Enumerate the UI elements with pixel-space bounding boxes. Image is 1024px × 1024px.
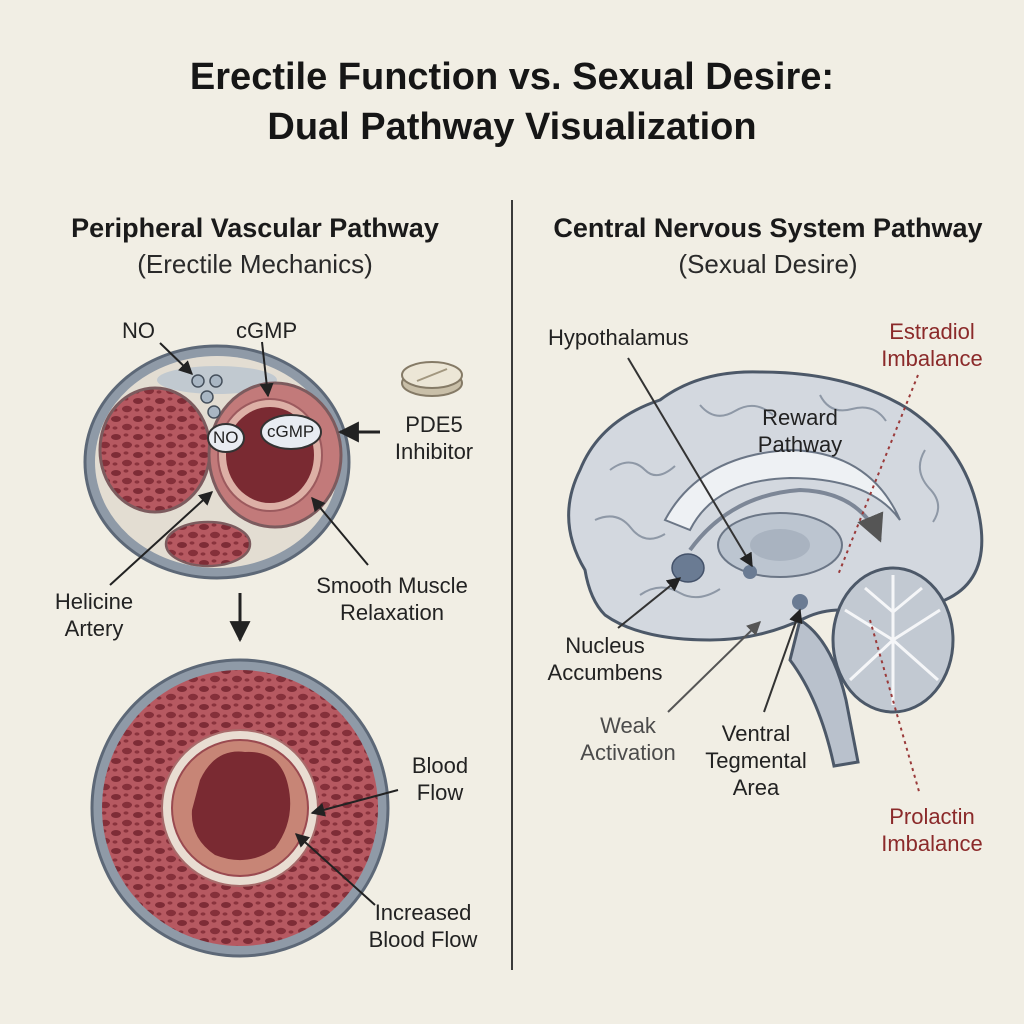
corpus-spongiosum (164, 520, 252, 568)
brain-sagittal (567, 370, 984, 768)
dilated-vessel-cross-section (90, 658, 390, 958)
pde5-line-2: Inhibitor (394, 439, 474, 464)
cgmp-bubble (260, 414, 322, 450)
blood-flow-label: Blood Flow (398, 752, 482, 806)
vta-marker (792, 594, 808, 610)
nucleus-accumbens-label: Nucleus Accumbens (538, 632, 672, 686)
estradiol-imbalance-label: Estradiol Imbalance (872, 318, 992, 372)
blood-line-2: Flow (416, 780, 464, 805)
increased-line-1: Increased (374, 900, 472, 925)
cgmp-label: cGMP (236, 318, 298, 343)
weak-line-2: Activation (580, 740, 676, 765)
reward-line-2: Pathway (757, 432, 843, 457)
helicine-line-1: Helicine (54, 589, 134, 614)
prolactin-line-1: Prolactin (889, 804, 975, 829)
weak-activation-label: Weak Activation (572, 712, 684, 766)
no-bubble (207, 423, 245, 453)
estradiol-line-1: Estradiol (889, 319, 975, 344)
increased-blood-flow-label: Increased Blood Flow (358, 899, 488, 953)
left-corpus-cavernosum (98, 386, 212, 514)
estradiol-line-2: Imbalance (881, 346, 983, 371)
increased-line-2: Blood Flow (368, 927, 478, 952)
left-heading: Peripheral Vascular Pathway (71, 213, 439, 243)
smooth-line-2: Relaxation (340, 600, 444, 625)
cgmp-bubble-label: cGMP (267, 422, 315, 441)
right-subheading: (Sexual Desire) (678, 249, 858, 279)
hypothalamus-label: Hypothalamus (548, 325, 689, 350)
title-line-1: Erectile Function vs. Sexual Desire: (189, 56, 835, 98)
hypothalamus-marker (743, 565, 757, 579)
no-label: NO (122, 318, 155, 343)
prolactin-imbalance-label: Prolactin Imbalance (872, 803, 992, 857)
page-title: Erectile Function vs. Sexual Desire: Dua… (0, 52, 1024, 152)
helicine-line-2: Artery (64, 616, 124, 641)
pill-icon (401, 361, 463, 397)
dilated-lumen (191, 751, 291, 861)
no-bubble-label: NO (213, 428, 239, 447)
pde5-line-1: PDE5 (405, 412, 463, 437)
reward-line-1: Reward (762, 405, 838, 430)
title-line-2: Dual Pathway Visualization (267, 106, 757, 148)
prolactin-line-2: Imbalance (881, 831, 983, 856)
weak-line-1: Weak (600, 713, 656, 738)
right-heading: Central Nervous System Pathway (553, 213, 983, 243)
left-subheading: (Erectile Mechanics) (137, 249, 373, 279)
brainstem (788, 617, 860, 768)
nucleus-line-2: Accumbens (547, 660, 663, 685)
penile-cross-section (83, 344, 351, 580)
nucleus-accumbens-marker (671, 553, 705, 583)
reward-pathway-label: Reward Pathway (742, 404, 858, 458)
vta-line-1: Ventral (721, 721, 791, 746)
blood-line-1: Blood (411, 753, 469, 778)
corpus-callosum (663, 448, 901, 532)
vta-line-3: Area (732, 775, 780, 800)
nucleus-line-1: Nucleus (565, 633, 645, 658)
helicine-artery-label: Helicine Artery (42, 588, 146, 642)
ventral-tegmental-area-label: Ventral Tegmental Area (696, 720, 816, 801)
pde5-inhibitor-label: PDE5 Inhibitor (389, 411, 479, 465)
smooth-line-1: Smooth Muscle (316, 573, 468, 598)
smooth-muscle-label: Smooth Muscle Relaxation (302, 572, 482, 626)
center-divider (511, 200, 513, 970)
vta-line-2: Tegmental (705, 748, 807, 773)
